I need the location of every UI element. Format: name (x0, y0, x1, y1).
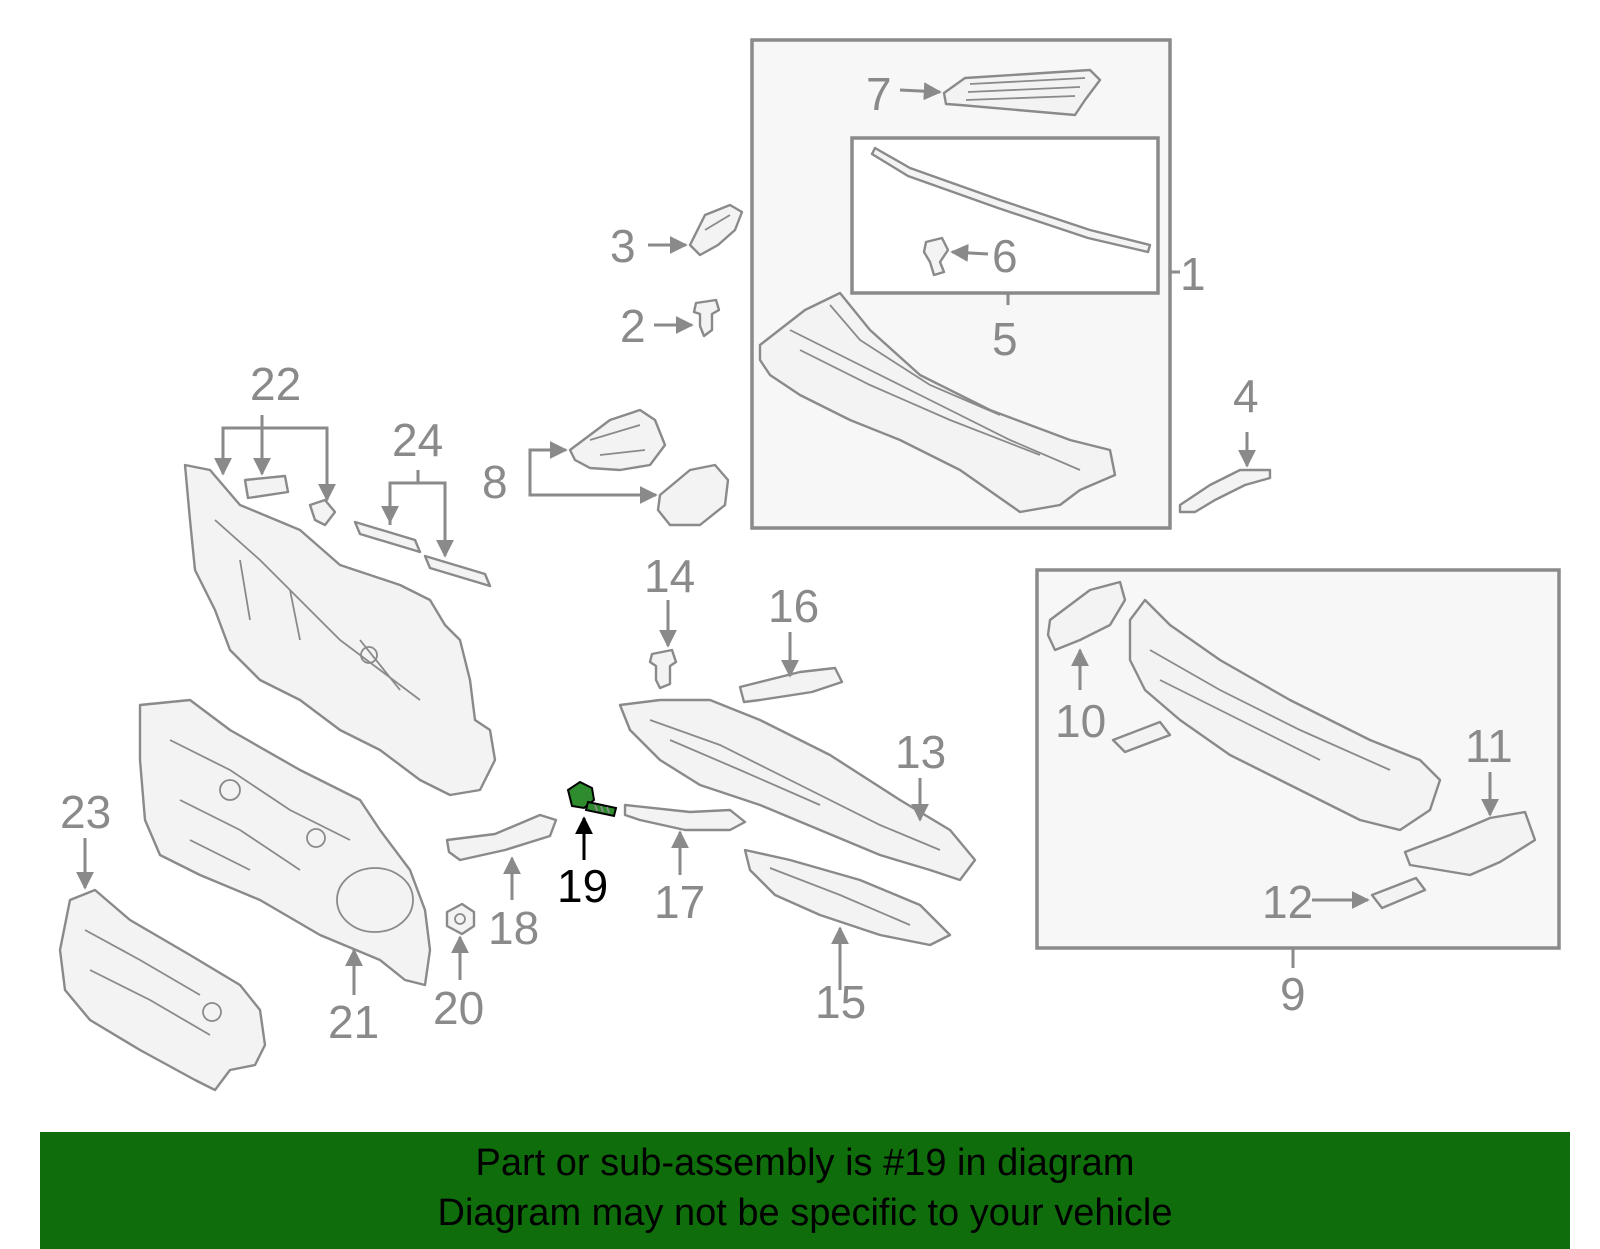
callout-17: 17 (654, 876, 705, 928)
part-23[interactable] (58, 888, 267, 1092)
part-22-dash-panel[interactable] (183, 463, 497, 797)
callout-20: 20 (433, 982, 484, 1034)
callout-14: 14 (644, 550, 695, 602)
part-5-seal[interactable] (870, 146, 1152, 254)
part-19-bolt[interactable] (566, 780, 618, 818)
part-12[interactable] (1370, 876, 1427, 910)
callout-4: 4 (1233, 370, 1259, 422)
callout-3: 3 (610, 220, 636, 272)
callout-12: 12 (1262, 876, 1313, 928)
callout-labels: 7 3 6 1 2 5 22 4 24 8 14 16 10 11 13 23 … (60, 68, 1513, 1048)
callout-10: 10 (1055, 695, 1106, 747)
part-8[interactable] (568, 408, 730, 527)
part-16[interactable] (738, 666, 844, 704)
part-10-pad[interactable] (1111, 720, 1172, 754)
part-1-cowl[interactable] (758, 291, 1117, 514)
part-6[interactable] (922, 236, 950, 277)
callout-24: 24 (392, 414, 443, 466)
part-10[interactable] (1046, 580, 1127, 652)
part-11[interactable] (1403, 810, 1537, 877)
part-20-nut[interactable] (445, 902, 476, 936)
callout-5: 5 (992, 313, 1018, 365)
part-18[interactable] (445, 813, 558, 862)
callout-19: 19 (557, 860, 608, 912)
part-2-bolt[interactable] (692, 298, 721, 338)
part-15[interactable] (743, 848, 952, 947)
part-3[interactable] (688, 203, 744, 257)
callout-2: 2 (620, 300, 646, 352)
callout-15: 15 (815, 976, 866, 1028)
callout-23: 23 (60, 786, 111, 838)
leader-lines (76, 82, 1499, 995)
part-17[interactable] (623, 803, 747, 832)
callout-16: 16 (768, 580, 819, 632)
callout-1: 1 (1180, 248, 1206, 300)
part-7[interactable] (942, 68, 1102, 117)
info-banner: Part or sub-assembly is #19 in diagram D… (40, 1132, 1570, 1249)
callout-22: 22 (250, 358, 301, 410)
callout-8: 8 (482, 456, 508, 508)
callout-18: 18 (488, 902, 539, 954)
callout-7: 7 (866, 68, 892, 120)
callout-9: 9 (1280, 968, 1306, 1020)
part-13[interactable] (618, 698, 977, 882)
part-22-clips[interactable] (243, 474, 337, 527)
banner-line-1: Part or sub-assembly is #19 in diagram (475, 1142, 1135, 1184)
part-14-bolt[interactable] (648, 648, 678, 690)
part-9-panel[interactable] (1128, 598, 1442, 832)
part-24-pads[interactable] (353, 520, 492, 588)
callout-11: 11 (1465, 720, 1513, 772)
callout-6: 6 (992, 230, 1018, 282)
banner-line-2: Diagram may not be specific to your vehi… (437, 1192, 1173, 1234)
part-21-insulator[interactable] (138, 698, 432, 987)
callout-13: 13 (895, 726, 946, 778)
part-4[interactable] (1178, 468, 1272, 514)
callout-21: 21 (328, 996, 379, 1048)
